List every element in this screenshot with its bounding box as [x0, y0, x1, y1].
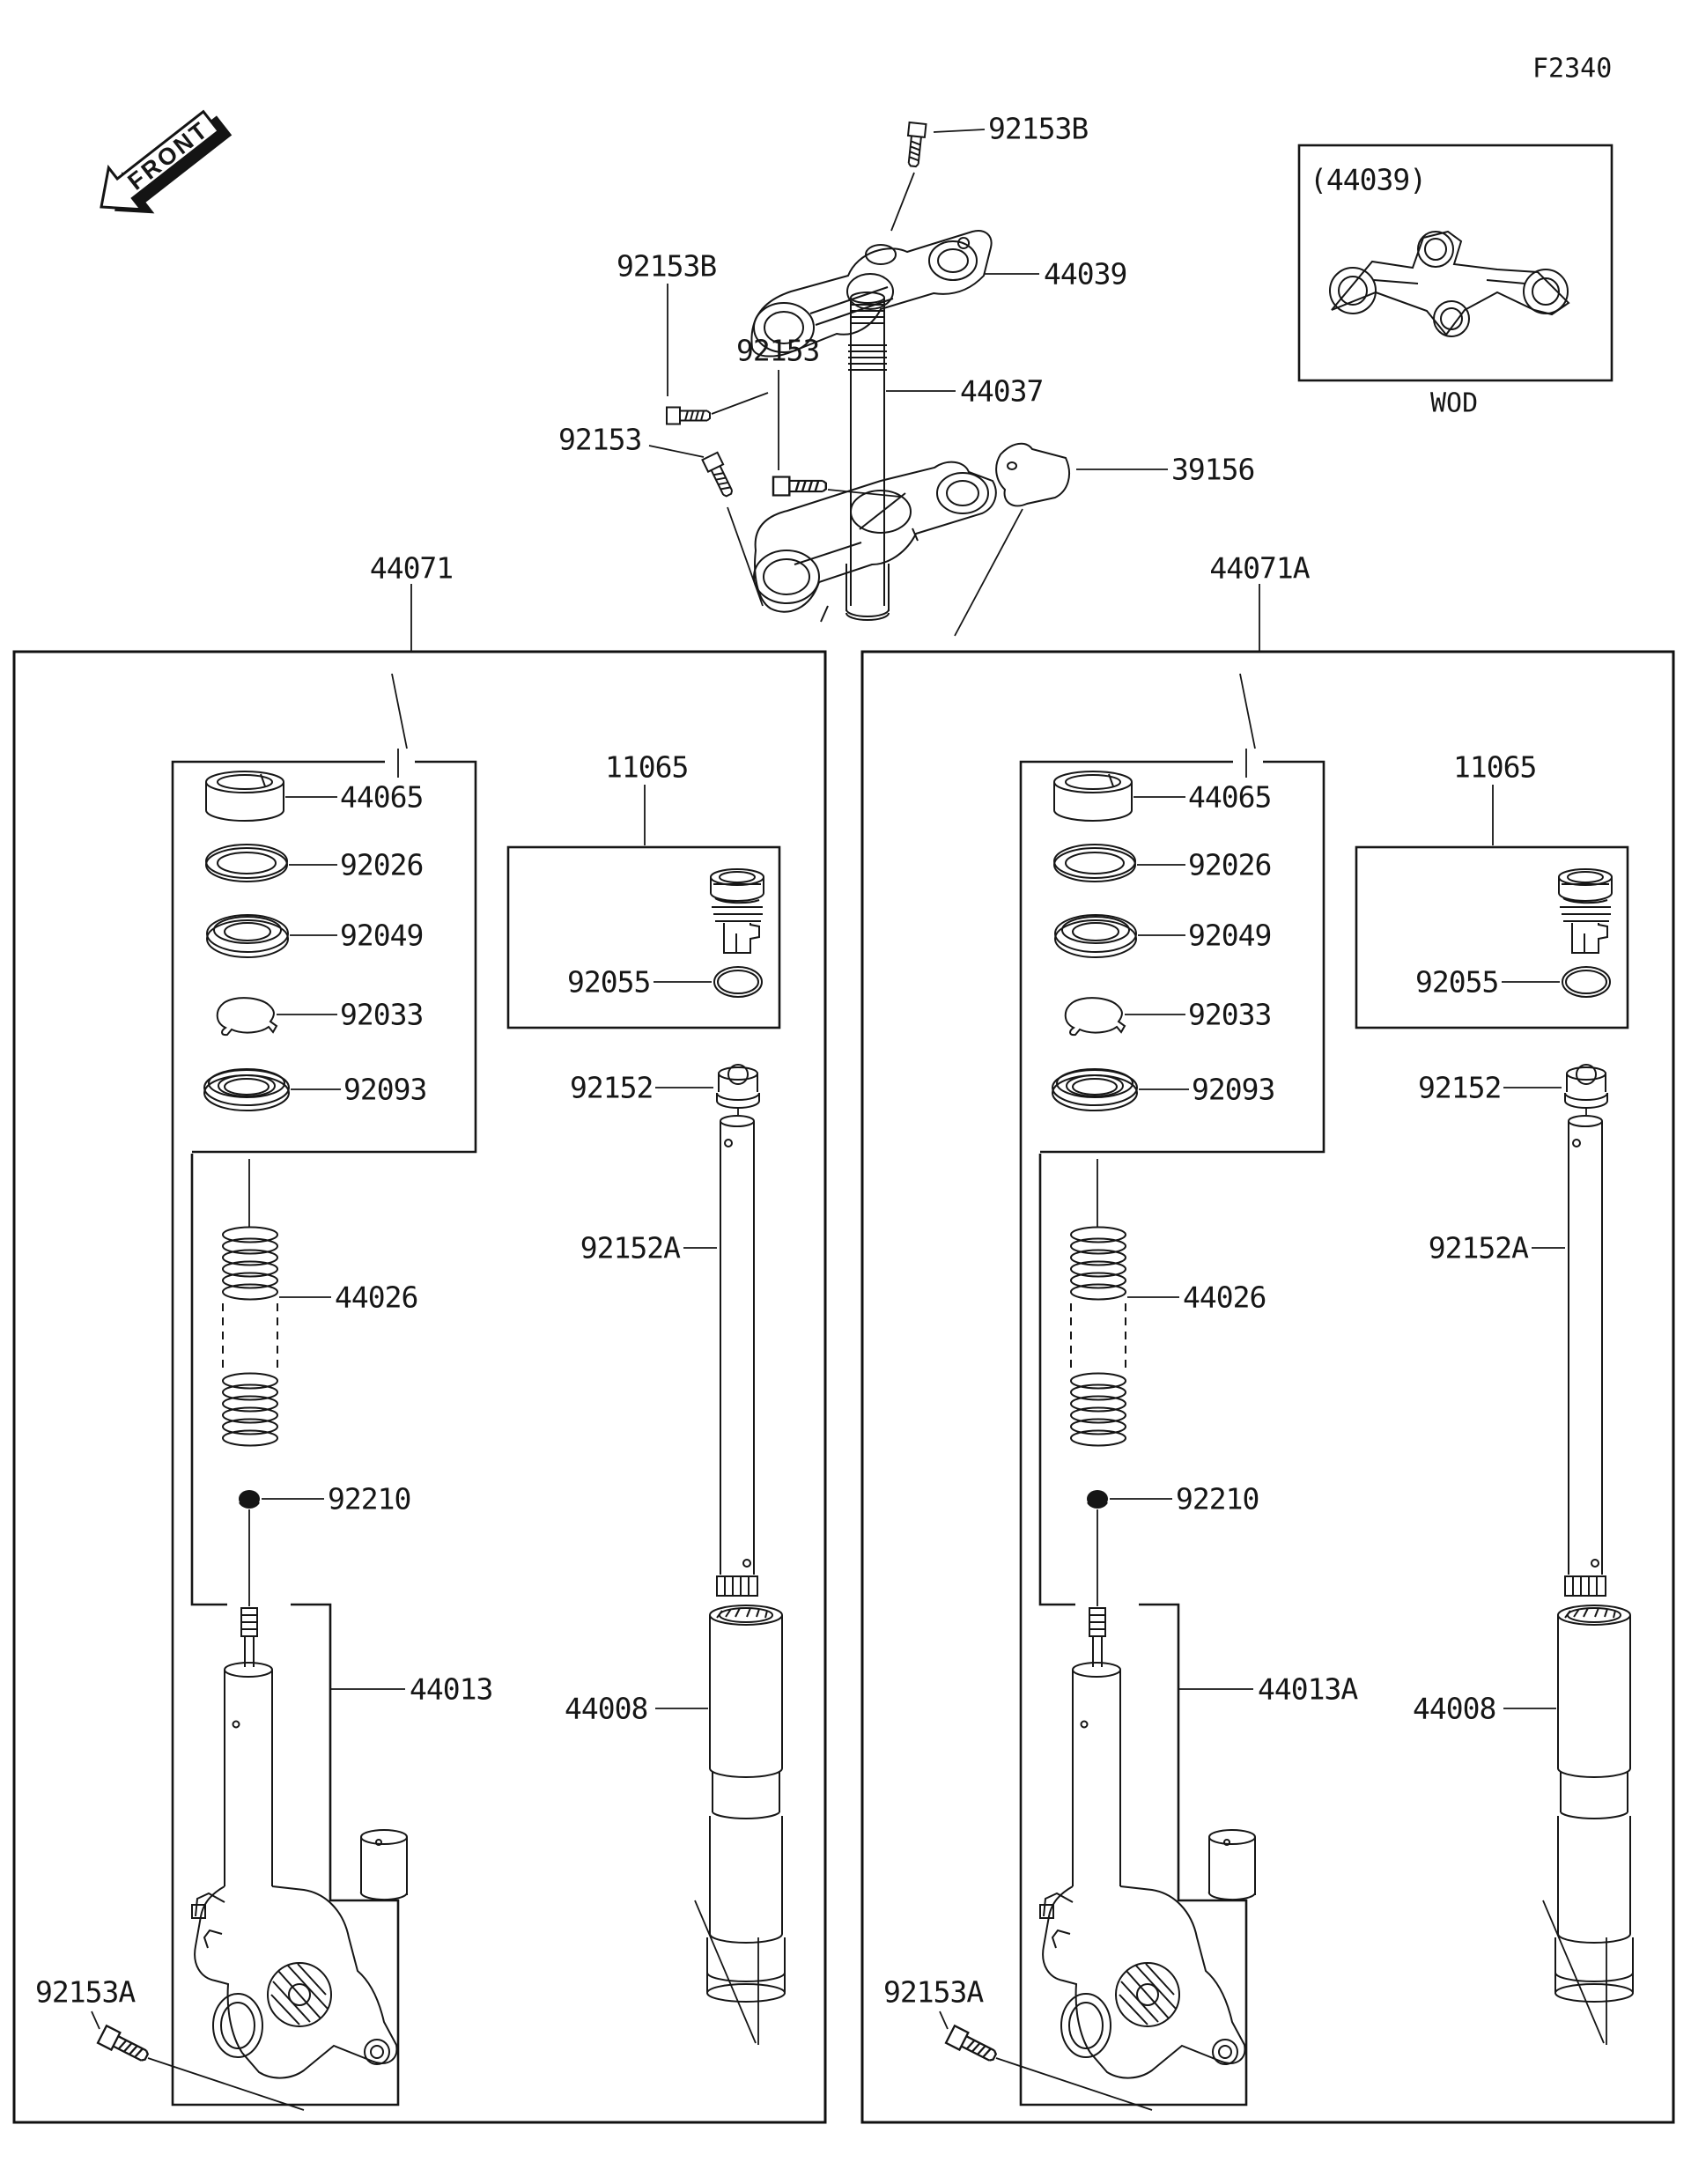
bolt-icon	[701, 451, 738, 500]
part-label-39156: 39156	[1171, 453, 1254, 487]
part-label: 92033	[1188, 998, 1271, 1032]
outer-tube-group: 44008	[565, 1605, 786, 2045]
fork-cap-icon	[710, 868, 764, 954]
seal-kit-pointer	[1239, 673, 1256, 778]
spacer-group: 92026	[1053, 844, 1272, 882]
part-label: 44065	[1188, 780, 1271, 815]
seal-kit-box	[1019, 760, 1325, 1154]
steering-stem-icon	[846, 291, 890, 617]
bolt-icon	[772, 476, 828, 497]
bolt-icon	[96, 2025, 152, 2067]
collar-group: 92152	[570, 1064, 760, 1109]
fork-panel-right: 44071A 44065 92026 92049	[860, 551, 1675, 2124]
oil-seal-group: 92049	[1054, 914, 1272, 958]
lower-assembly-box	[171, 1152, 400, 2107]
bushing-group: 44065	[205, 771, 424, 822]
collar-group: 92152	[1418, 1064, 1608, 1109]
snap-ring-group: 92033	[1064, 997, 1272, 1037]
panel-border	[860, 650, 1675, 2124]
axle-pinch-bolt-group: 92153A	[35, 1975, 305, 2111]
part-label-44039: 44039	[1044, 257, 1126, 291]
part-label: 92026	[1188, 848, 1271, 882]
part-label: 92049	[1188, 919, 1271, 953]
lower-assembly-box	[1019, 1152, 1248, 2107]
cap-kit-group: 11065 92055	[506, 750, 781, 1029]
part-label: 92152A	[1429, 1231, 1529, 1265]
left-clamp-bolt-group: 92153B	[617, 249, 769, 425]
bolt-icon	[904, 122, 927, 168]
part-label: 92153A	[883, 1975, 984, 2010]
upper-triple-clamp-icon	[750, 230, 993, 358]
part-label-92153-upper: 92153	[736, 334, 819, 368]
part-label: 92210	[1176, 1482, 1259, 1516]
part-label: 92152	[1418, 1071, 1501, 1105]
part-label: 92093	[343, 1073, 426, 1107]
fork-spring-group: 44026	[222, 1226, 418, 1447]
part-label: 11065	[605, 750, 688, 785]
fork-cap-icon	[1558, 868, 1613, 954]
stem-bolt-lower-group: 92153	[558, 423, 764, 607]
figure-code: F2340	[1532, 54, 1612, 85]
part-label: 92049	[340, 919, 423, 953]
part-label: 92152	[570, 1071, 653, 1105]
cylinder-unit-group: 92152A	[580, 1108, 758, 1597]
part-label: 92153A	[35, 1975, 136, 2010]
part-label-92153B-top: 92153B	[988, 112, 1088, 146]
top-clamp-bolt-group: 92153B	[890, 112, 1089, 232]
part-label: 44026	[1183, 1280, 1266, 1315]
cap-kit-group: 11065 92055	[1355, 750, 1629, 1029]
rod-nut-group: 92210	[1087, 1482, 1259, 1516]
part-label: 44008	[1413, 1692, 1495, 1726]
outer-tube-group: 44008	[1413, 1605, 1634, 2045]
part-label: 44013A	[1258, 1672, 1358, 1707]
bolt-icon	[666, 406, 711, 425]
part-label: 92026	[340, 848, 423, 882]
part-label-44037: 44037	[960, 374, 1043, 409]
front-arrow-icon: FRONT	[100, 109, 233, 214]
part-label: 44026	[335, 1280, 417, 1315]
down-arrow-icon	[1542, 1900, 1607, 2045]
spacer-group: 92026	[205, 844, 424, 882]
part-label: 92210	[328, 1482, 410, 1516]
lower-triple-clamp-icon	[753, 461, 997, 623]
part-label-92153-lower: 92153	[558, 423, 641, 457]
dust-seal-group: 92093	[1052, 1068, 1275, 1111]
bolt-icon	[944, 2025, 1001, 2067]
part-label: 11065	[1453, 750, 1536, 785]
part-label: 92093	[1192, 1073, 1274, 1107]
panel-id-label: 44071A	[1209, 551, 1310, 586]
seal-kit-box	[171, 760, 477, 1154]
part-label: 92055	[1415, 965, 1498, 1000]
seal-kit-pointer	[391, 673, 408, 778]
snap-ring-group: 92033	[216, 997, 424, 1037]
inner-tube-group: 44013A	[1039, 1509, 1359, 2079]
part-label: 92152A	[580, 1231, 681, 1265]
upper-clamp-front-view-icon	[1329, 230, 1570, 337]
dust-seal-group: 92093	[203, 1068, 427, 1111]
part-label: 44008	[565, 1692, 647, 1726]
panel-id-label: 44071	[370, 551, 453, 586]
reference-box-caption: WOD	[1430, 388, 1478, 419]
reference-box: (44039) WOD	[1297, 144, 1613, 419]
inner-tube-group: 44013	[191, 1509, 493, 2079]
cylinder-unit-group: 92152A	[1429, 1108, 1606, 1597]
part-label: 44065	[340, 780, 423, 815]
part-label: 92033	[340, 998, 423, 1032]
reference-box-label: (44039)	[1310, 163, 1426, 197]
down-arrow-icon	[694, 1900, 759, 2045]
oil-seal-group: 92049	[206, 914, 424, 958]
axle-pinch-bolt-group: 92153A	[883, 1975, 1153, 2111]
steering-pad-group: 39156	[954, 442, 1255, 637]
part-label: 92055	[567, 965, 650, 1000]
panel-border	[12, 650, 827, 2124]
part-label-92153B-left: 92153B	[617, 249, 716, 284]
fork-panel-left: 44071 44065 92026 92049	[12, 551, 827, 2124]
fork-spring-group: 44026	[1070, 1226, 1266, 1447]
bushing-group: 44065	[1053, 771, 1272, 822]
rod-nut-group: 92210	[239, 1482, 411, 1516]
part-label: 44013	[410, 1672, 492, 1707]
